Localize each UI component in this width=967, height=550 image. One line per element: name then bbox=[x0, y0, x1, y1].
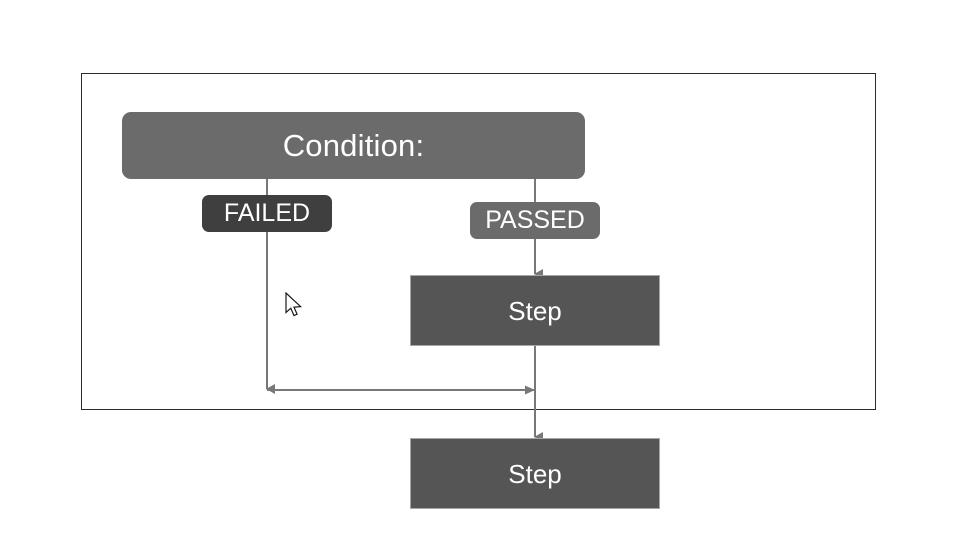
node-condition-label: Condition: bbox=[282, 128, 425, 163]
node-step-1-label: Step bbox=[508, 295, 562, 326]
edge-label-failed-text: FAILED bbox=[223, 199, 311, 227]
edge-label-passed[interactable]: PASSED bbox=[470, 202, 600, 239]
edge-label-passed-text: PASSED bbox=[485, 206, 585, 234]
node-step-2[interactable]: Step bbox=[410, 438, 660, 509]
node-condition[interactable]: Condition: bbox=[122, 112, 585, 179]
edge-label-failed[interactable]: FAILED bbox=[202, 195, 332, 232]
mouse-pointer-icon bbox=[285, 292, 303, 317]
node-step-2-label: Step bbox=[508, 458, 562, 489]
node-step-1[interactable]: Step bbox=[410, 275, 660, 346]
condition-block-container bbox=[81, 73, 876, 410]
